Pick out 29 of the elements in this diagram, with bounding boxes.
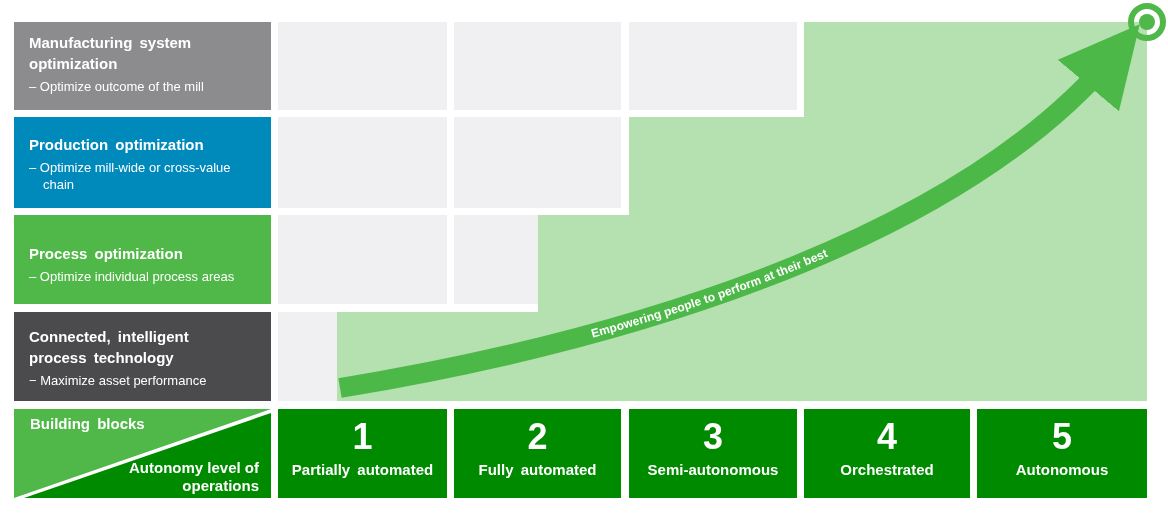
panel-description: – Optimize outcome of the mill: [29, 78, 205, 95]
level-name: Autonomous: [1014, 461, 1110, 478]
category-panel: [14, 117, 271, 208]
level-tile: [278, 409, 447, 498]
panel-description: – Optimize mill-wide or cross-value chain: [29, 159, 232, 193]
axis-label: Autonomy level of operations: [128, 459, 259, 495]
level-name: Partially automated: [290, 461, 435, 478]
level-number: 5: [1051, 417, 1073, 457]
level-tile: [629, 409, 797, 498]
level-name: Fully automated: [477, 461, 598, 478]
panel-description: − Maximize asset performance: [29, 372, 208, 389]
level-tile: [454, 409, 621, 498]
category-panel: [14, 215, 271, 304]
category-panel: [14, 22, 271, 110]
level-name: Semi-autonomous: [646, 461, 780, 478]
level-number: 1: [351, 417, 374, 457]
level-number: 2: [526, 417, 549, 457]
level-tile: [804, 409, 970, 498]
panel-heading: Manufacturing system optimization: [29, 33, 193, 74]
category-panel: [14, 312, 271, 401]
panel-heading: Production optimization: [29, 135, 205, 155]
level-number: 3: [702, 417, 724, 457]
panel-heading: Process optimization: [29, 244, 184, 264]
panel-heading: Connected, intelligent process technology: [29, 327, 190, 368]
level-number: 4: [876, 417, 898, 457]
panel-description: – Optimize individual process areas: [29, 268, 236, 285]
level-tile: [977, 409, 1147, 498]
level-name: Orchestrated: [839, 461, 935, 478]
axis-label: Building blocks: [30, 415, 145, 432]
